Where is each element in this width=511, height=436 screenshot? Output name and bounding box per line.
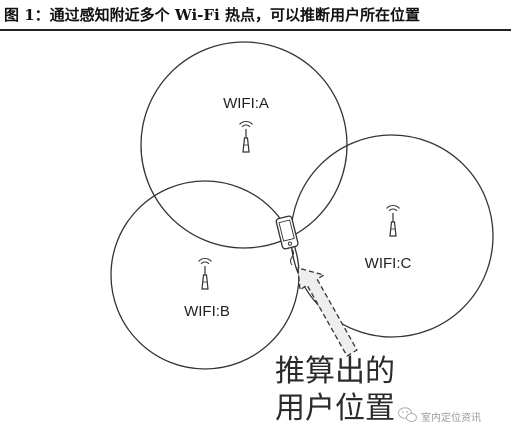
wifi-antenna-icon <box>386 205 400 237</box>
phone-signal-squiggle <box>290 248 294 266</box>
wifi-label-a: WIFI:A <box>223 95 269 112</box>
estimated-location-label-line1: 推算出的 <box>275 354 395 389</box>
caption-rule <box>0 29 511 31</box>
figure-caption: 图 1：通过感知附近多个 Wi-Fi 热点，可以推断用户所在位置 <box>4 6 420 24</box>
watermark-text: 室内定位资讯 <box>421 411 481 424</box>
wifi-antenna-icon <box>239 121 253 153</box>
wifi-antenna-icon <box>198 258 212 290</box>
wechat-icon <box>398 407 417 422</box>
estimated-location-label-line2: 用户位置 <box>275 391 395 426</box>
mobile-phone-icon <box>275 215 299 250</box>
wifi-label-c: WIFI:C <box>365 255 412 272</box>
location-pointer-arrow <box>297 267 358 357</box>
wifi-label-b: WIFI:B <box>184 303 230 320</box>
